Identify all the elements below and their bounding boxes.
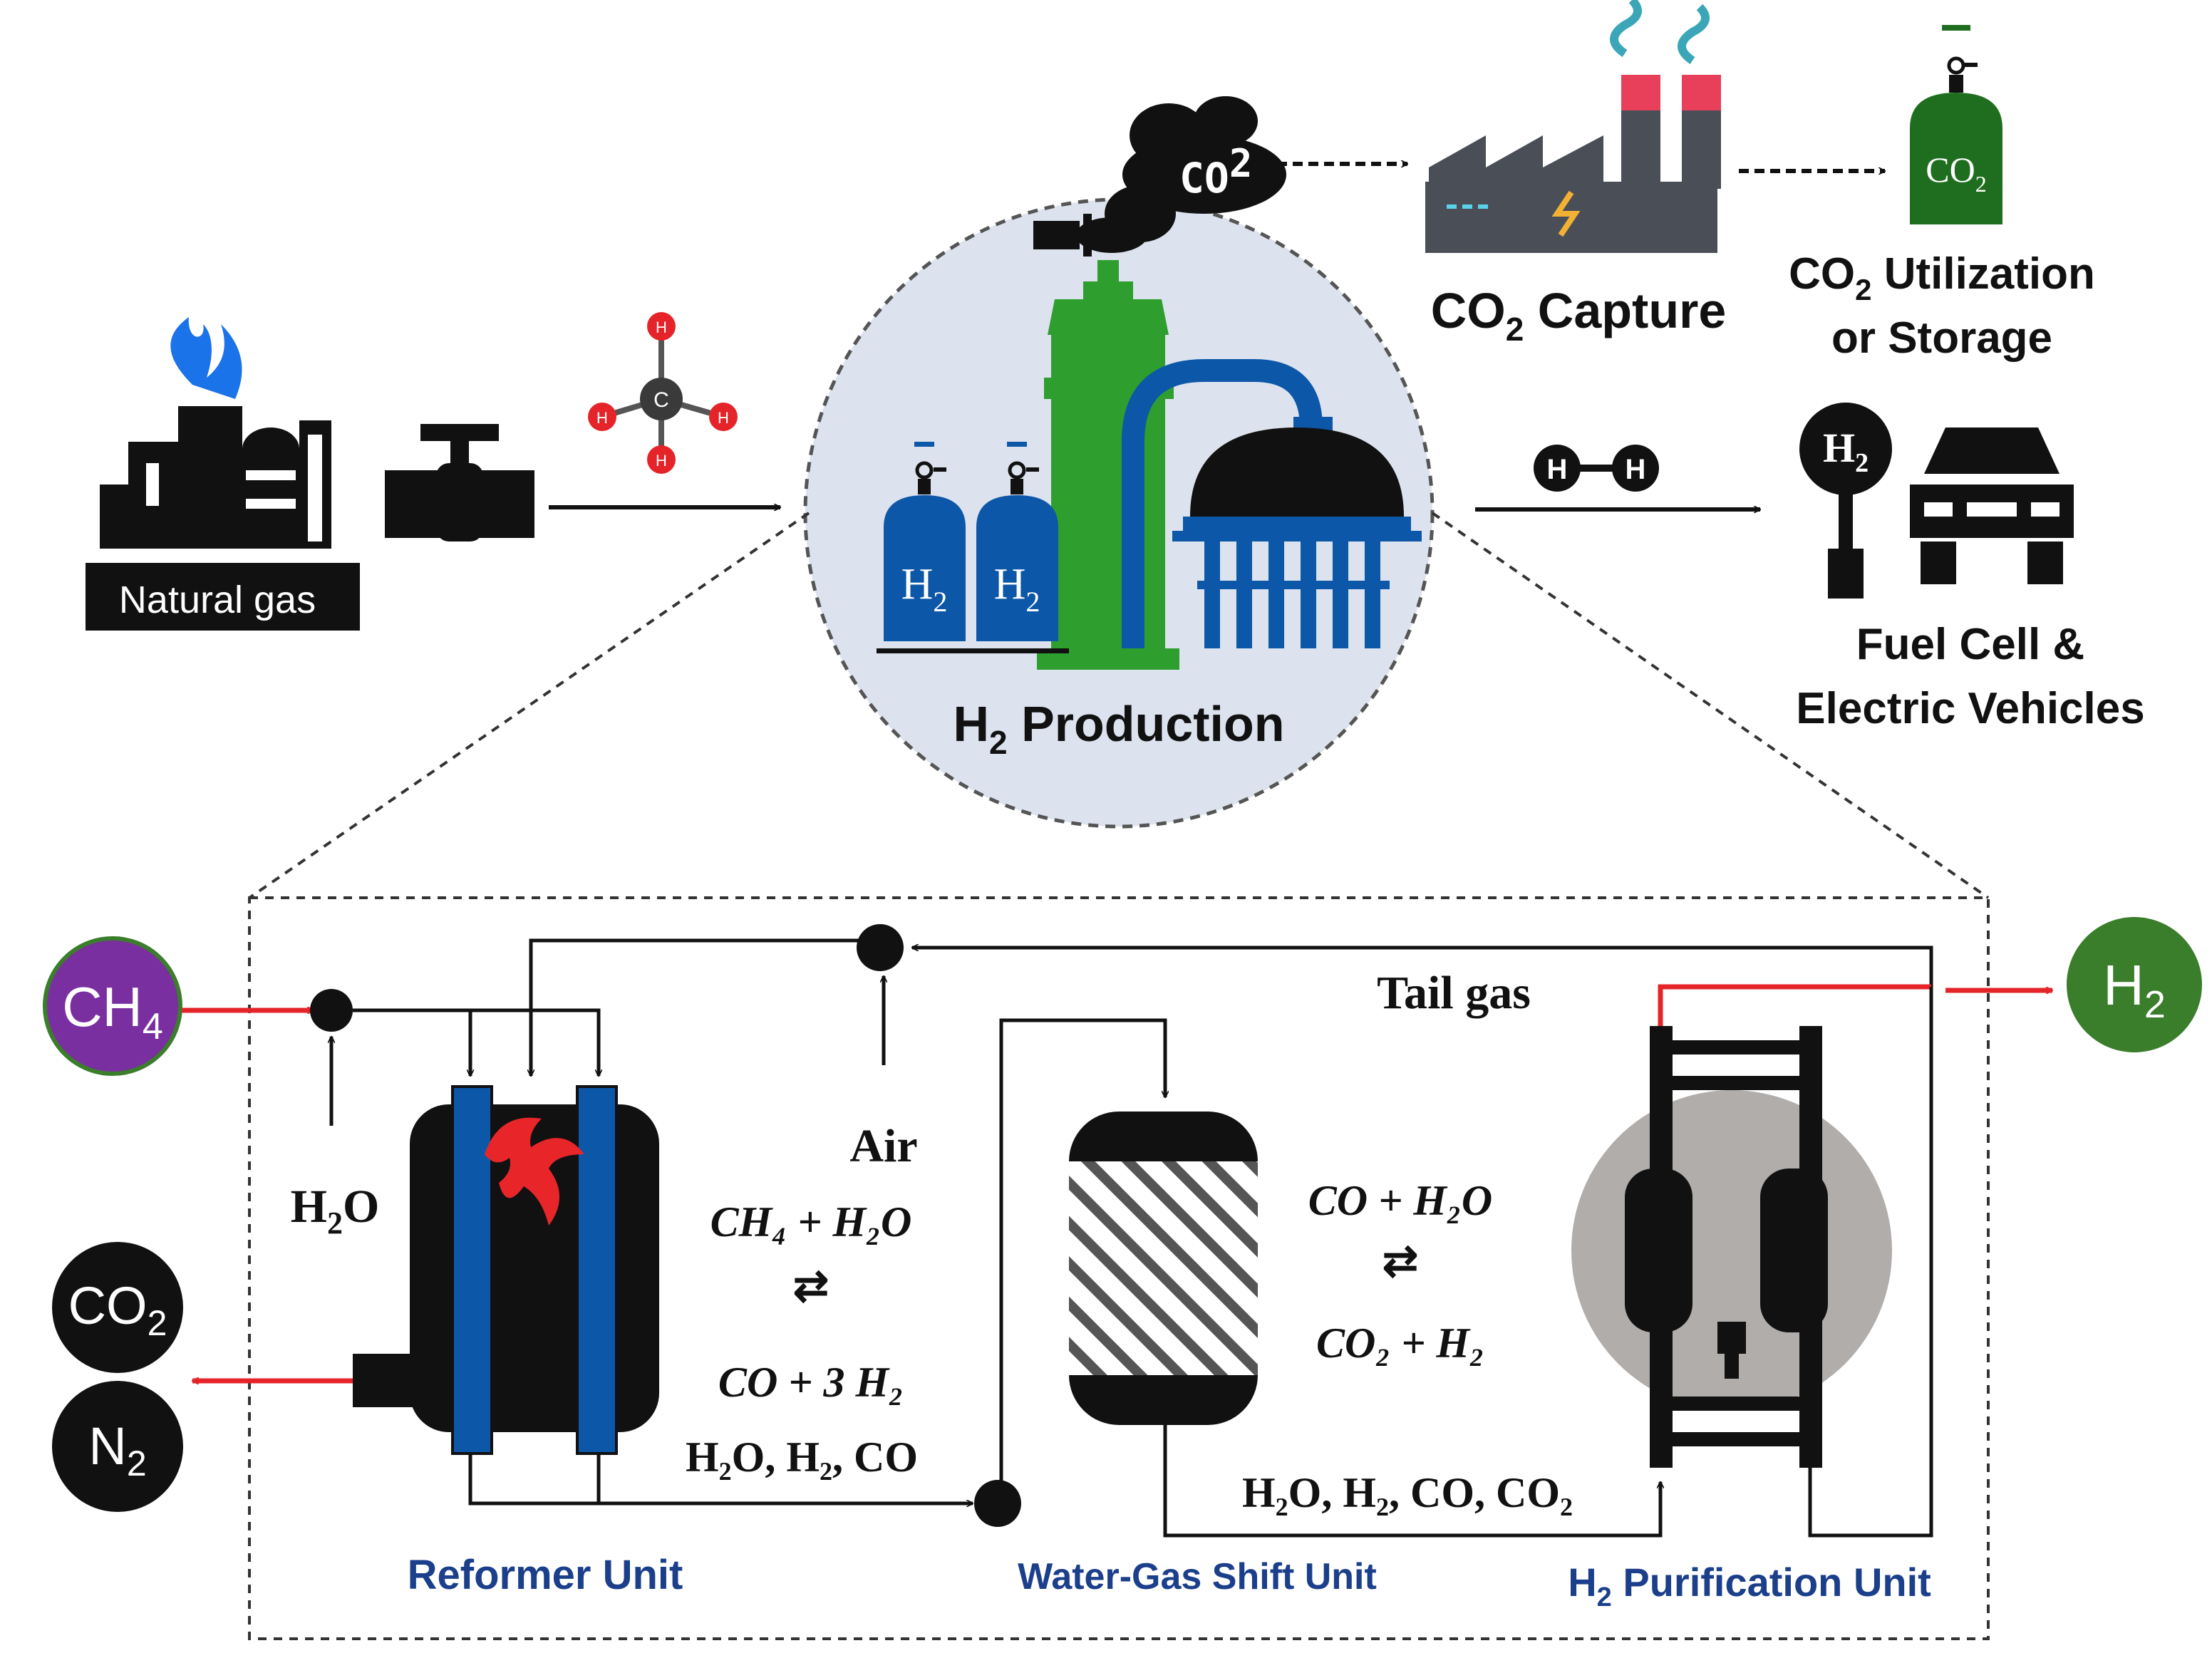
reformer-outlet-composition: H₂O, H₂, CO [686, 1434, 918, 1481]
methane-h-bottom: H [656, 452, 667, 470]
natural-gas-icon [86, 317, 360, 631]
reaction1-reactants: CH₄ + H₂O [710, 1198, 912, 1245]
h2-tank-label-1: H2 [901, 560, 948, 618]
h2-production-label: H2 Production [953, 696, 1284, 761]
co2-tank-icon [1910, 25, 2002, 224]
car-icon [1910, 428, 2074, 584]
h2-molecule-icon [1534, 445, 1659, 492]
reaction2-reactants: CO + H₂O [1308, 1177, 1492, 1224]
h2-molecule-h-left: H [1547, 454, 1568, 485]
or-storage-label: or Storage [1831, 314, 2052, 363]
air-label: Air [849, 1120, 917, 1172]
wgs-reactor-icon [1069, 1112, 1258, 1425]
fuel-line [529, 938, 882, 1010]
h2-outlet-circle [2067, 917, 2202, 1052]
shift-outlet-line [1163, 1425, 1660, 1538]
reactor-dome-icon [1172, 428, 1422, 648]
methane-h-left: H [596, 409, 608, 427]
h2-dispenser-icon [1799, 403, 1892, 599]
fuel-cell-label: Fuel Cell & [1856, 620, 2084, 669]
methane-carbon: C [653, 388, 669, 412]
reformer-unit-label: Reformer Unit [408, 1552, 683, 1598]
reformer-unit-icon [353, 1085, 659, 1455]
h2-outlet-label: H2 [2103, 953, 2166, 1026]
zoom-line-left [248, 512, 810, 899]
reaction2-arrow: ⇄ [1382, 1238, 1418, 1285]
reaction2-products: CO₂ + H₂ [1316, 1320, 1484, 1367]
tail-gas-line [912, 948, 1933, 987]
shift-feed-node [974, 1480, 1021, 1527]
natural-gas-label: Natural gas [119, 579, 316, 621]
electric-vehicles-label: Electric Vehicles [1796, 684, 2144, 733]
h2-tank-icon-2 [976, 442, 1058, 641]
reaction1-products: CO + 3 H₂ [718, 1359, 904, 1406]
h2-dispenser-label: H2 [1823, 425, 1869, 478]
ch4-inlet-label: CH4 [62, 975, 163, 1047]
n2-outlet-circle [52, 1381, 183, 1512]
mixer-node [310, 989, 353, 1032]
n2-outlet-label: N2 [88, 1416, 146, 1483]
air-mixer-node [857, 924, 904, 971]
reformer-outlet-line [468, 1454, 601, 1506]
co2-outlet-label: CO2 [68, 1276, 167, 1343]
h2-tank-label-2: H2 [994, 560, 1040, 618]
co2-utilization-label: CO2 Utilization [1789, 249, 2095, 306]
wgs-unit-label: Water-Gas Shift Unit [1018, 1556, 1377, 1597]
shift-outlet-composition: H₂O, H₂, CO, CO₂ [1242, 1469, 1573, 1516]
purification-unit-icon [1571, 1026, 1892, 1468]
process-detail-box [248, 896, 1990, 1640]
methane-molecule-icon [588, 312, 738, 474]
co2-cloud-label: CO2 [1179, 141, 1252, 202]
h2-molecule-h-right: H [1626, 454, 1646, 485]
ch4-inlet-circle [43, 936, 182, 1076]
h2-product-line [1658, 984, 1931, 1026]
heat-icon [485, 1117, 584, 1226]
factory-icon [1425, 0, 1721, 253]
shift-feed-line [999, 1018, 1165, 1482]
valve-icon [385, 424, 534, 542]
pipe-icon [1122, 359, 1323, 648]
tail-gas-label: Tail gas [1377, 967, 1531, 1019]
feed-line-right [353, 1008, 599, 1076]
methane-h-top: H [656, 318, 667, 336]
co2-cloud-icon [1033, 96, 1286, 257]
purification-unit-label: H2 Purification Unit [1568, 1560, 1931, 1612]
tank-base [877, 648, 1069, 653]
tail-gas-return-line [1808, 987, 1933, 1538]
h2o-label: H2O [291, 1181, 380, 1240]
co2-capture-label: CO2 Capture [1431, 283, 1727, 348]
zoom-line-right [1431, 512, 1990, 899]
reaction1-arrow: ⇄ [793, 1263, 829, 1310]
co2-outlet-circle [52, 1242, 183, 1373]
h2-tank-icon-1 [884, 442, 966, 641]
co2-tank-label: CO2 [1926, 150, 1986, 197]
flame-icon [170, 317, 242, 399]
methane-h-right: H [718, 409, 729, 427]
